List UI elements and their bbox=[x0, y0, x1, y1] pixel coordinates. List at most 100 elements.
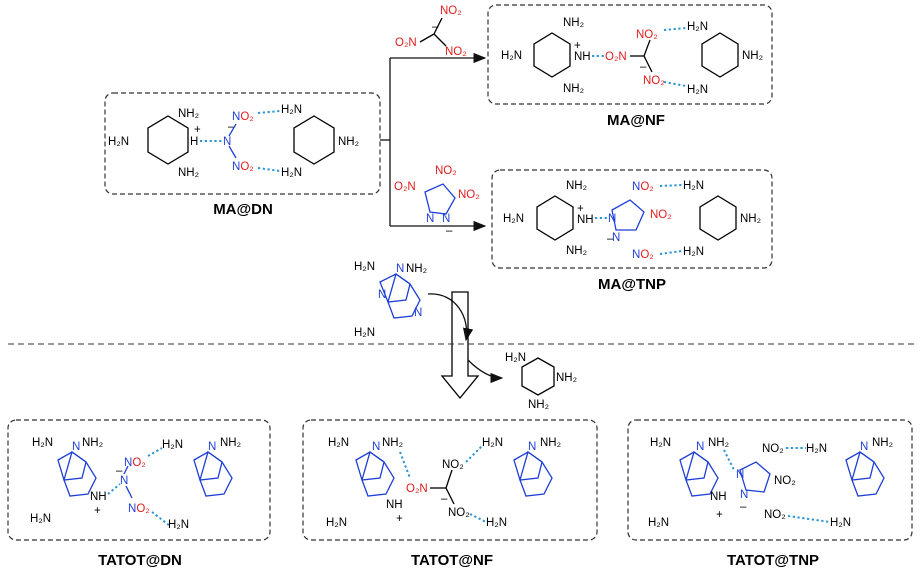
charge-minus: – bbox=[116, 465, 123, 477]
amine-label: NH₂ bbox=[220, 437, 241, 449]
amine-label: NH₂ bbox=[406, 263, 427, 275]
caption-tatot-tnp: TATOT@TNP bbox=[727, 552, 819, 569]
hydrogen-bond bbox=[465, 445, 483, 463]
hydrogen-bond bbox=[107, 483, 121, 495]
nitro-group: NO₂ bbox=[632, 181, 654, 193]
charge-minus: – bbox=[740, 501, 747, 513]
bond bbox=[228, 145, 237, 159]
amine-label: H₂N bbox=[505, 352, 526, 364]
amine-label: NH₂ bbox=[382, 437, 403, 449]
amine-label: H₂N bbox=[683, 246, 704, 258]
nh-label: NH bbox=[710, 491, 727, 503]
charge-minus: – bbox=[607, 233, 614, 245]
amine-label: NH₂ bbox=[528, 399, 549, 411]
hydrogen-bond bbox=[469, 513, 487, 523]
bond bbox=[419, 33, 435, 43]
bond bbox=[123, 465, 129, 475]
amine-label: NH₂ bbox=[178, 108, 199, 120]
charge-plus: + bbox=[716, 509, 723, 521]
amine-label: H₂N bbox=[650, 437, 671, 449]
fused-ring bbox=[63, 450, 97, 497]
bond bbox=[433, 17, 443, 35]
hydrogen-bond bbox=[659, 250, 683, 255]
nitrogen-label: N bbox=[414, 307, 422, 319]
ma-dn-complex: NH₂ H₂N NH₂ H + N – NO₂ NO₂ H₂N NH₂ H₂N … bbox=[104, 92, 381, 218]
curved-arrow-in bbox=[427, 293, 474, 342]
pyrazole-ring bbox=[424, 183, 456, 215]
amine-label: H₂N bbox=[32, 437, 53, 449]
fused-ring bbox=[519, 450, 553, 497]
charge-minus: – bbox=[640, 61, 647, 73]
amine-label: H₂N bbox=[482, 437, 503, 449]
amine-label: H₂N bbox=[354, 327, 375, 339]
amine-label: NH₂ bbox=[566, 245, 587, 257]
block-arrow-down bbox=[440, 291, 480, 400]
nitro-label: NO₂ bbox=[774, 475, 796, 487]
nitrogen-label: N bbox=[378, 289, 386, 301]
triazine-ring bbox=[536, 195, 574, 241]
amine-label: H₂N bbox=[687, 84, 708, 96]
bond bbox=[125, 485, 133, 499]
nitro-label: NO₂ bbox=[445, 46, 467, 58]
nh-label: NH bbox=[386, 499, 403, 511]
amine-label: H₂N bbox=[168, 519, 189, 531]
nitrogen-label: N bbox=[396, 263, 404, 275]
nitro-label: O₂N bbox=[406, 483, 428, 495]
nitro-label: NO₂ bbox=[440, 5, 462, 17]
curved-arrow-out bbox=[467, 359, 504, 384]
amine-label: H₂N bbox=[503, 213, 524, 225]
amine-label: NH₂ bbox=[563, 83, 584, 95]
proton-label: H bbox=[190, 136, 198, 148]
triazole-ring bbox=[679, 451, 709, 481]
hydrogen-bond bbox=[659, 184, 683, 187]
amine-label: NH₂ bbox=[556, 372, 577, 384]
tatot-reagent: H₂N N NH₂ H₂N N N bbox=[354, 261, 427, 339]
nitrogen-label: N bbox=[612, 232, 620, 244]
nitro-label: NO₂ bbox=[435, 165, 457, 177]
bond bbox=[433, 33, 447, 47]
caption-tatot-nf: TATOT@NF bbox=[411, 552, 493, 569]
amine-label: NH₂ bbox=[872, 437, 893, 449]
triazine-ring bbox=[699, 195, 737, 241]
nitrogen-label: N bbox=[223, 136, 231, 148]
nitro-label: NO₂ bbox=[636, 29, 658, 41]
amine-label: H₂N bbox=[830, 517, 851, 529]
triazole-ring bbox=[57, 451, 87, 481]
nitro-group: NO₂ bbox=[632, 249, 654, 261]
nh-label: NH bbox=[90, 491, 107, 503]
ma-tnp-complex: NH₂ H₂N NH₂ + NH N N – NO₂ NO₂ NO₂ H₂N N… bbox=[491, 169, 773, 293]
amine-label: H₂N bbox=[648, 517, 669, 529]
nitroform-reagent: O₂N – NO₂ NO₂ bbox=[395, 5, 467, 58]
nitro-group: NO₂ bbox=[232, 161, 254, 173]
ma-dn-box bbox=[104, 92, 381, 195]
hydrogen-bond bbox=[257, 167, 281, 172]
charge-plus: + bbox=[396, 513, 403, 525]
pyrazole-ring bbox=[739, 461, 771, 493]
bond bbox=[445, 469, 453, 489]
tatot-tnp-complex: H₂N N NH₂ H₂N NH + N N – NO₂ NO₂ NO₂ H₂N… bbox=[627, 419, 913, 569]
tatot-nf-box bbox=[302, 419, 598, 541]
ma-tnp-box bbox=[491, 169, 773, 269]
nitro-label: NO₂ bbox=[448, 507, 470, 519]
nitro-group: NO₂ bbox=[128, 503, 150, 515]
nitro-label: NO₂ bbox=[458, 189, 480, 201]
caption-ma-tnp: MA@TNP bbox=[598, 276, 666, 293]
amine-label: NH₂ bbox=[566, 180, 587, 192]
released-melamine: H₂N NH₂ NH₂ bbox=[505, 352, 577, 411]
charge-plus: + bbox=[574, 40, 581, 52]
charge-plus: + bbox=[94, 505, 101, 517]
hydrogen-bond bbox=[147, 447, 163, 457]
triazine-ring bbox=[293, 115, 335, 165]
charge-plus: + bbox=[577, 203, 584, 215]
bond bbox=[643, 55, 653, 73]
nitro-label: NO₂ bbox=[764, 509, 786, 521]
charge-minus: – bbox=[441, 493, 448, 505]
nh-label: NH bbox=[574, 51, 591, 63]
charge-minus: – bbox=[228, 121, 235, 133]
nitrogen-label: N bbox=[736, 469, 744, 481]
nitro-label: NO₂ bbox=[762, 443, 784, 455]
charge-minus: – bbox=[446, 225, 453, 237]
nitrogen-label: N bbox=[72, 441, 80, 453]
